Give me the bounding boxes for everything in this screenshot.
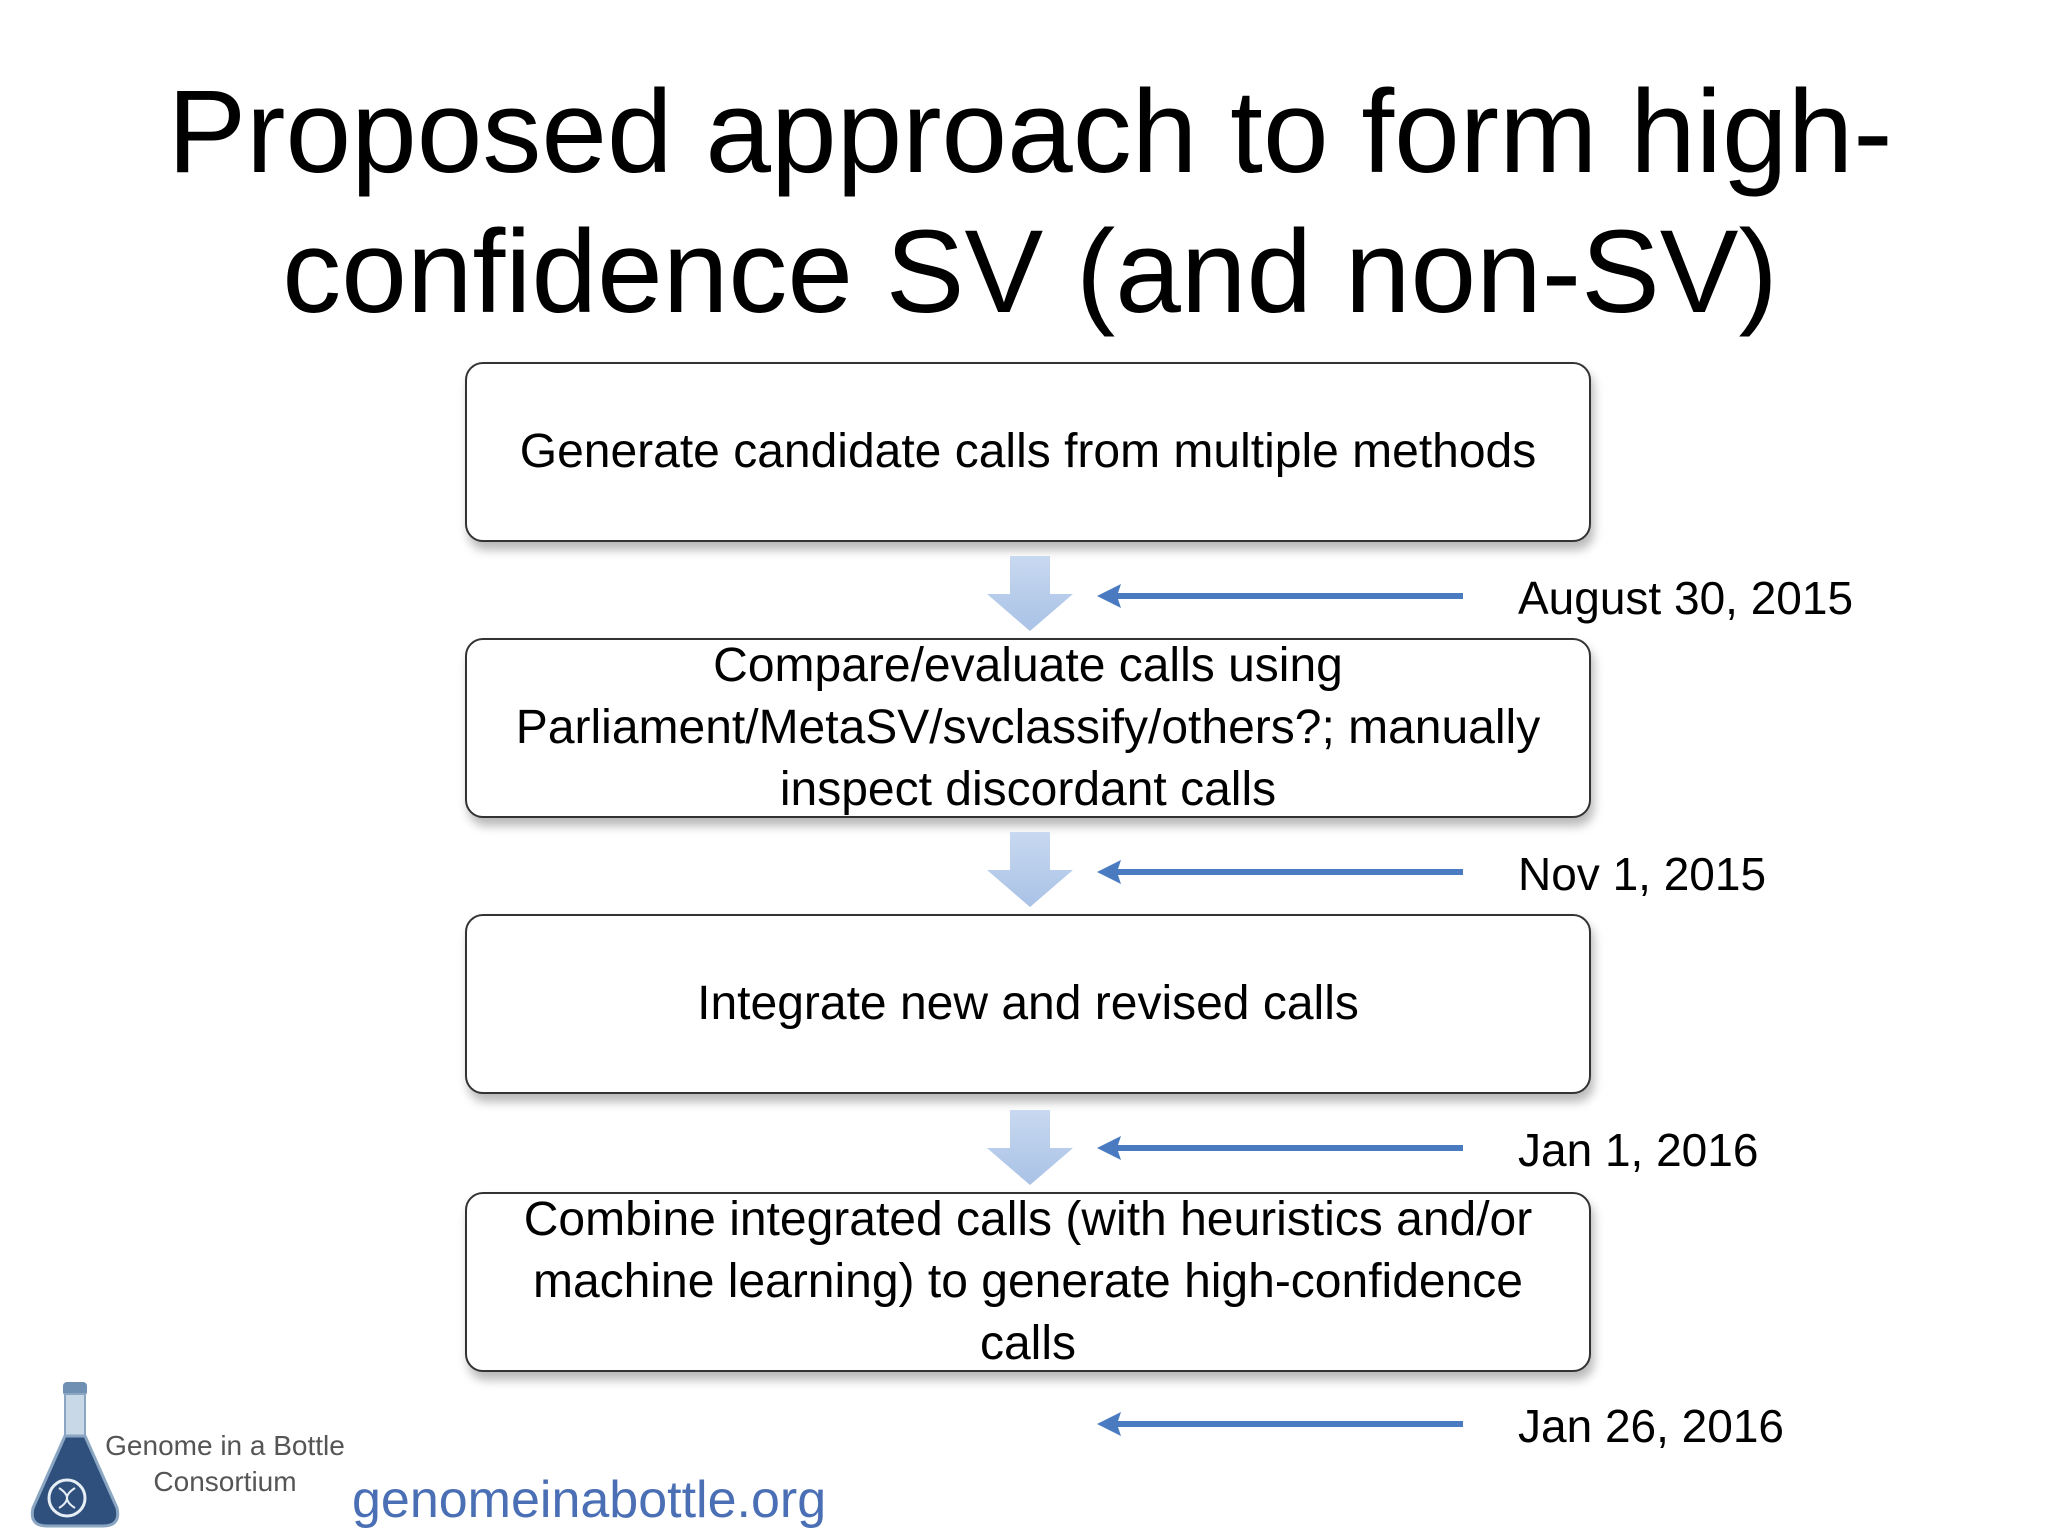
logo-line-2: Consortium [153, 1466, 297, 1497]
flask-logo-icon [30, 1382, 120, 1528]
step-box-compare: Compare/evaluate calls using Parliament/… [465, 638, 1591, 818]
date-label: Jan 26, 2016 [1518, 1400, 1785, 1452]
step-box-combine: Combine integrated calls (with heuristic… [465, 1192, 1591, 1372]
left-arrow-icon [1097, 584, 1463, 608]
down-arrow-icon [987, 556, 1073, 631]
date-label: August 30, 2015 [1518, 572, 1854, 624]
left-arrow-icon [1097, 1412, 1463, 1436]
left-arrow-icon [1097, 1136, 1463, 1160]
date-label: Nov 1, 2015 [1518, 848, 1767, 900]
step-box-generate: Generate candidate calls from multiple m… [465, 362, 1591, 542]
slide-title: Proposed approach to form high-confidenc… [167, 66, 1893, 478]
logo-text: Genome in a Bottle Consortium [105, 1428, 345, 1500]
website-link[interactable]: genomeinabottle.org [352, 1471, 827, 1529]
date-label: Jan 1, 2016 [1518, 1124, 1759, 1176]
logo-line-1: Genome in a Bottle [105, 1430, 345, 1461]
down-arrow-icon [987, 1110, 1073, 1185]
step-box-integrate: Integrate new and revised calls [465, 914, 1591, 1094]
down-arrow-icon [987, 832, 1073, 907]
left-arrow-icon [1097, 860, 1463, 884]
